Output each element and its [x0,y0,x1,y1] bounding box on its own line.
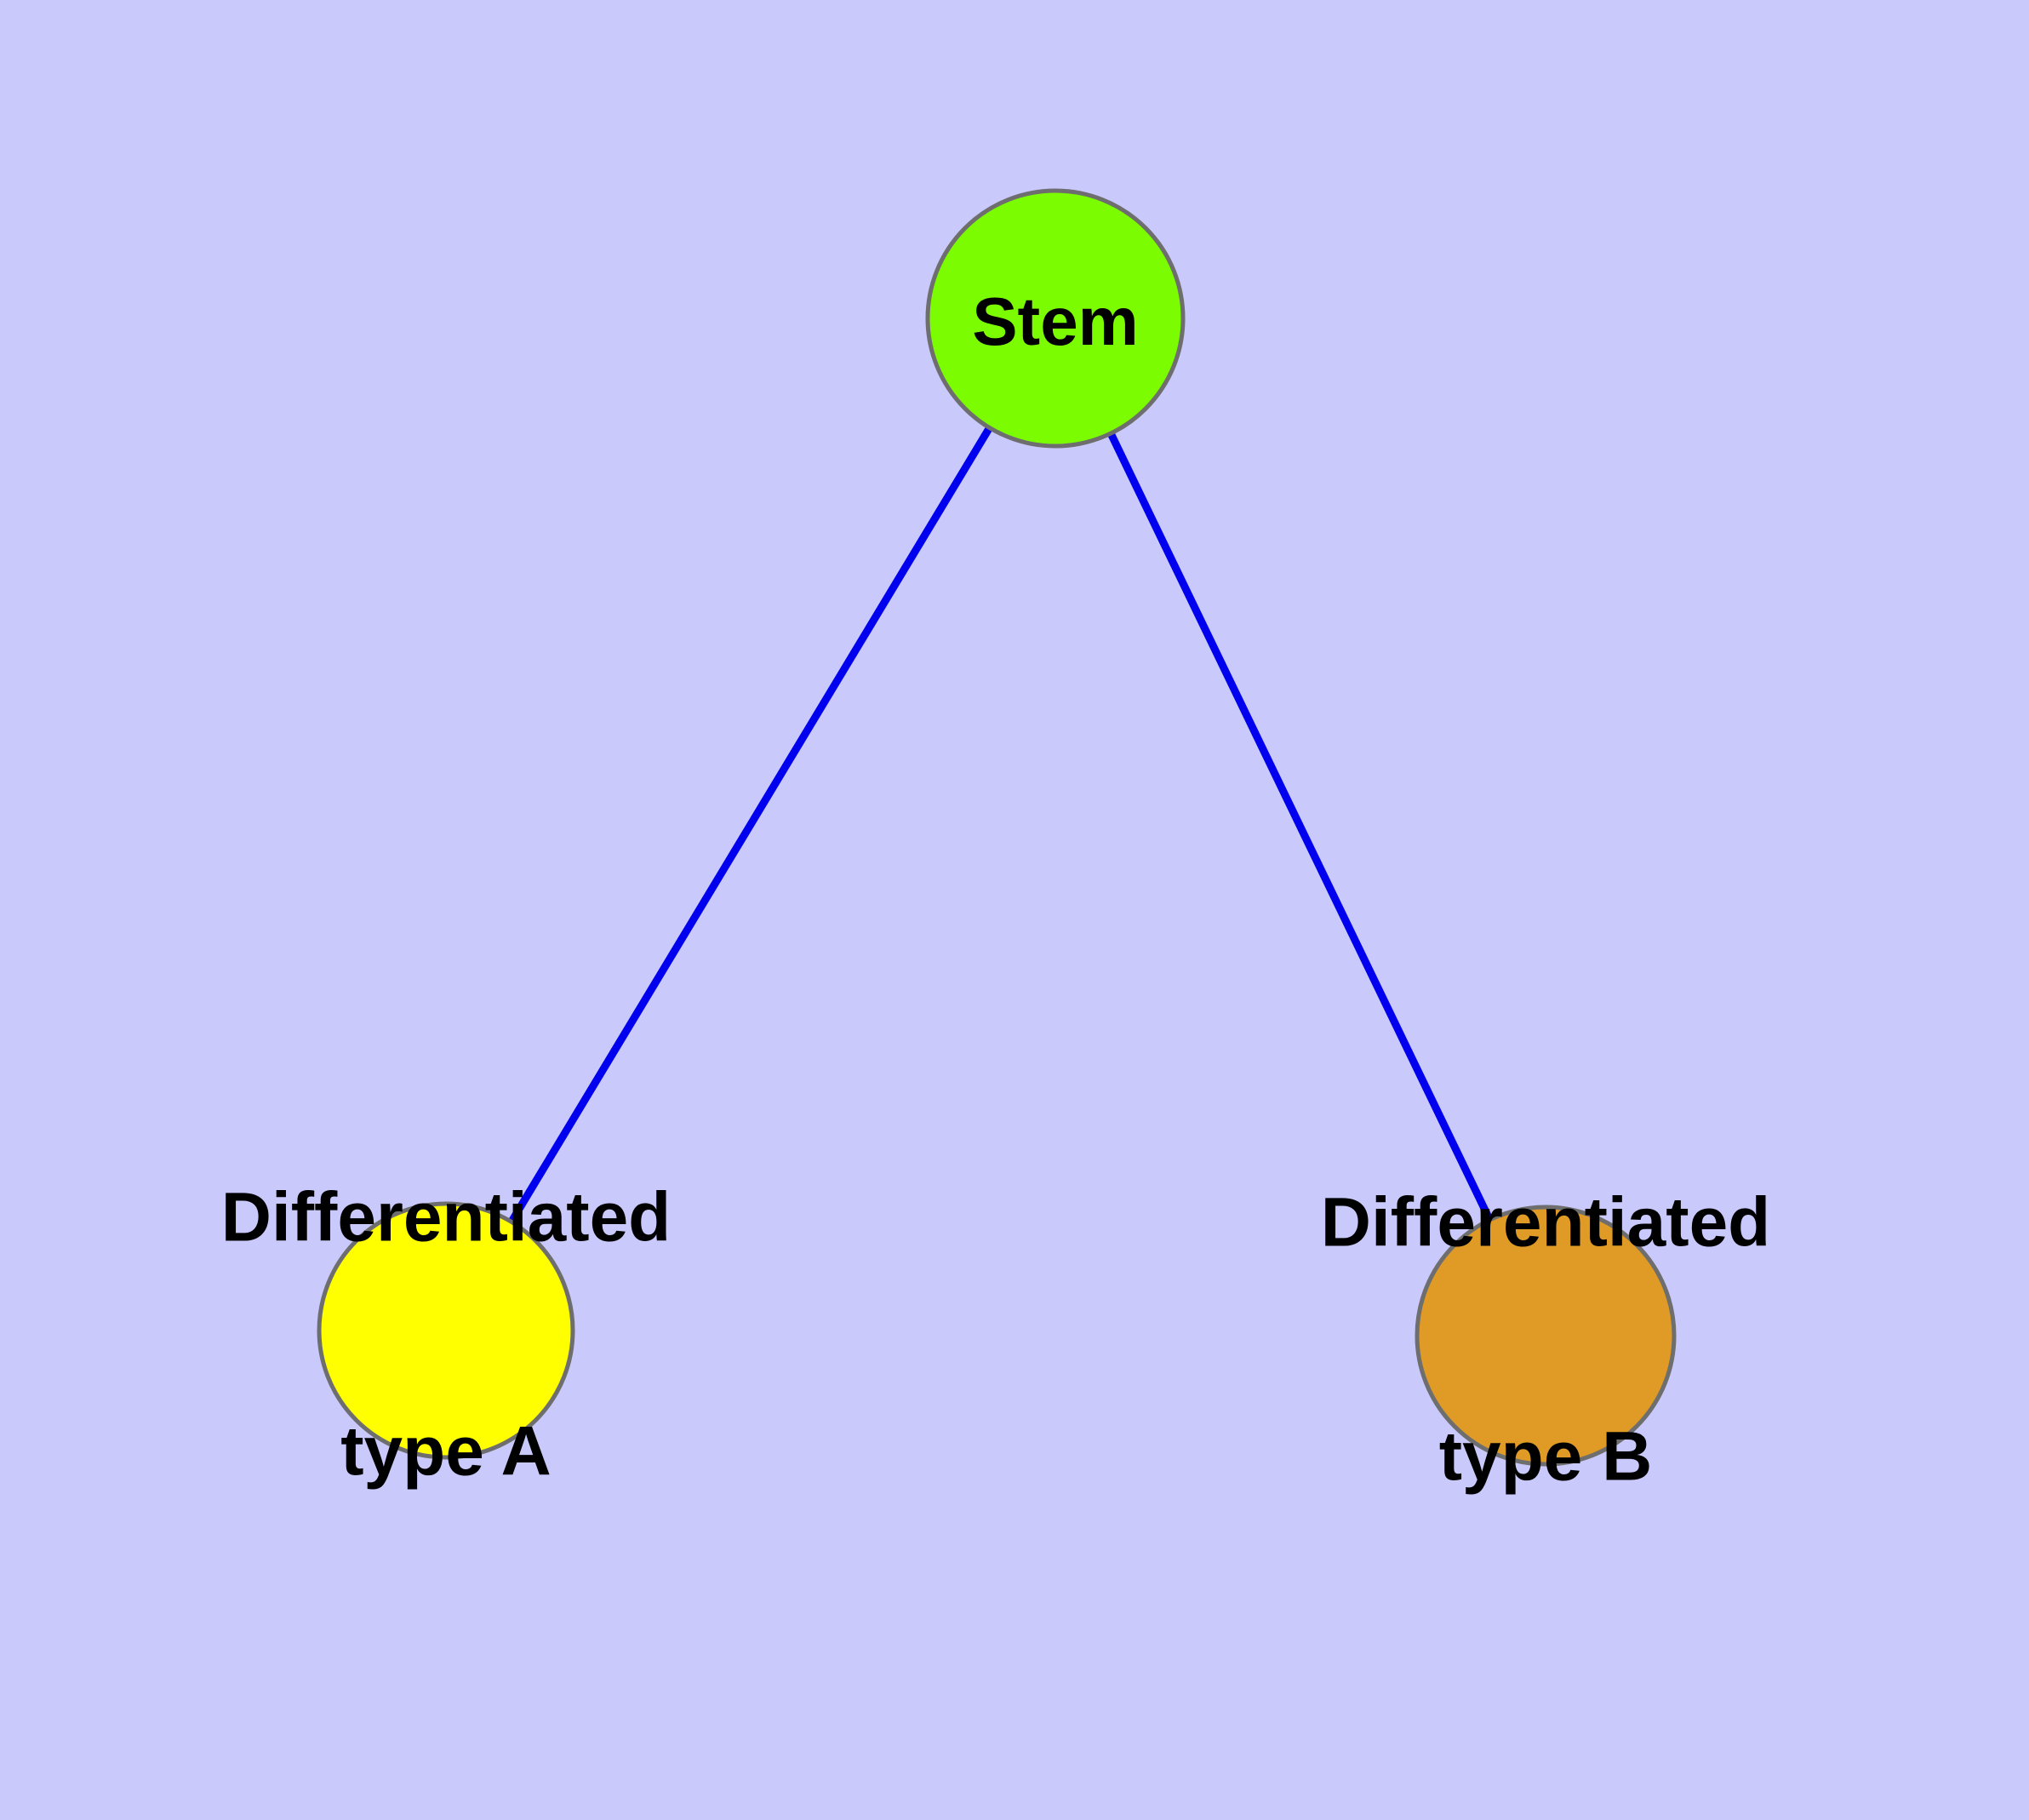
edge-stem-to-differentiated-type-b[interactable] [1051,317,1550,1337]
node-stem[interactable] [925,188,1186,449]
node-differentiated-type-a[interactable] [317,1201,575,1460]
node-differentiated-type-b[interactable] [1415,1205,1677,1467]
edge-stem-to-differentiated-type-a[interactable] [443,316,1059,1333]
node-layer [317,188,1677,1467]
edge-layer [443,316,1550,1337]
